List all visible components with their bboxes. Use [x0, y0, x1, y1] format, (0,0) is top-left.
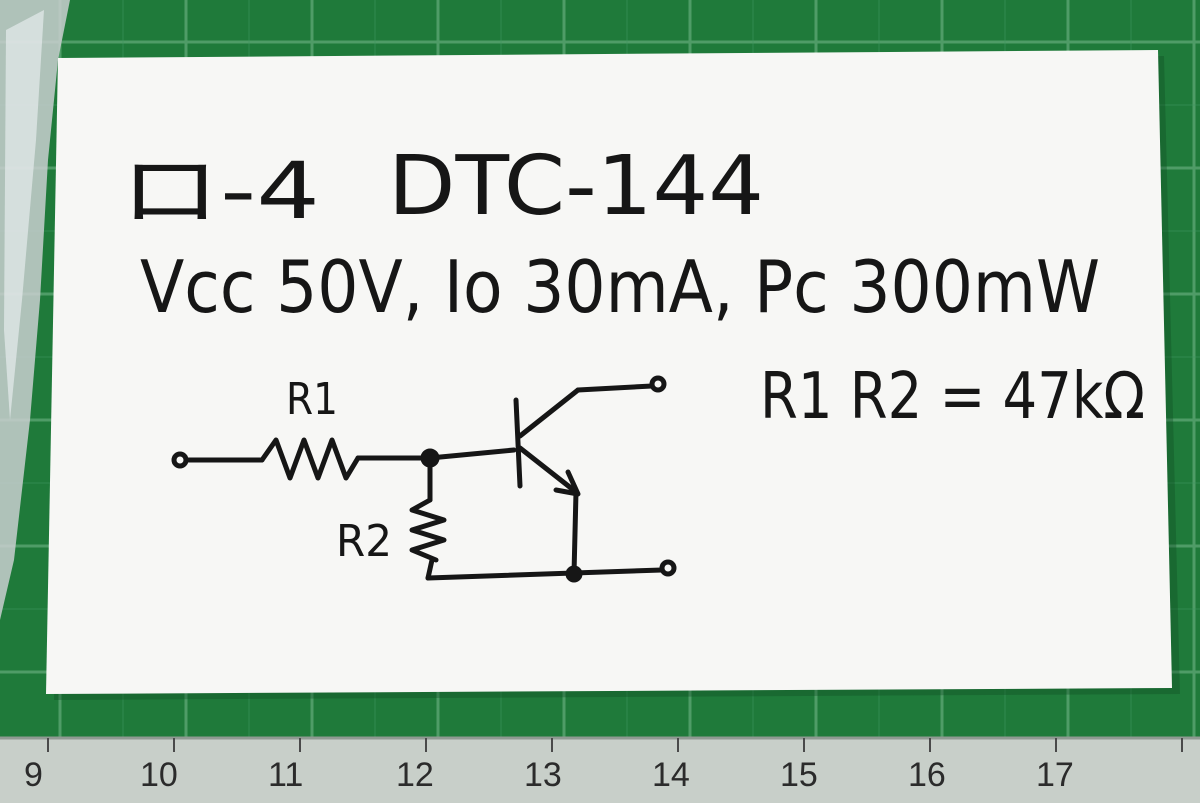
node-to-base-wire: [427, 447, 517, 461]
label-r1: R1: [286, 374, 338, 425]
note-line1-right: DTC-144: [388, 139, 764, 234]
ruler-number: 12: [396, 756, 434, 794]
ruler-number: 9: [24, 756, 43, 794]
ruler-number: 14: [652, 756, 690, 794]
emitter-wire: [571, 489, 579, 577]
ruler-number: 10: [140, 756, 178, 794]
transistor-base-bar: [513, 397, 523, 489]
plastic-bag-highlight: [4, 10, 44, 420]
collector-terminal: [649, 375, 667, 393]
bottom-rail: [425, 567, 665, 581]
resistor-r2: [409, 497, 447, 563]
paper-note: [46, 50, 1180, 700]
paper-sheet: [46, 50, 1172, 694]
note-line2: Vcc 50V, Io 30mA, Pc 300mW: [140, 245, 1100, 329]
output-bottom-terminal: [659, 559, 677, 577]
ruler-band: [0, 738, 1200, 803]
ruler-numbers: 9 10 11 12 13 14 15 16 17: [24, 756, 1074, 794]
ruler-number: 11: [268, 756, 303, 794]
ruler-ticks: [47, 738, 1183, 752]
ruler-number: 15: [780, 756, 818, 794]
ruler-number: 16: [908, 756, 946, 794]
circuit-schematic: [171, 375, 677, 583]
note-formula: R1 R2 = 47kΩ: [760, 360, 1145, 434]
r2-to-ground-wire: [425, 557, 435, 581]
transistor-collector: [517, 387, 581, 439]
ruler-number: 13: [524, 756, 562, 794]
label-r2: R2: [336, 516, 392, 567]
resistor-r1: [259, 437, 361, 481]
transistor-emitter: [517, 445, 579, 495]
ruler-number: 17: [1036, 756, 1074, 794]
note-line1-left: ロ-4: [120, 147, 320, 237]
collector-wire: [575, 383, 655, 393]
